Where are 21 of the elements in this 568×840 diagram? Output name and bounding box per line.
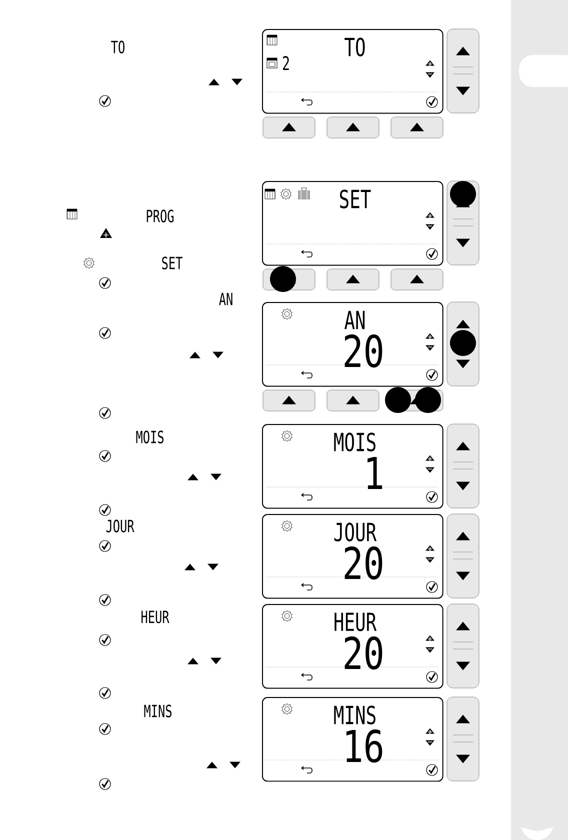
screen-heading: MOIS bbox=[334, 432, 376, 452]
screen-value: 2 bbox=[283, 56, 289, 70]
screen-value: 20 bbox=[344, 546, 382, 580]
screen-heading: JOUR bbox=[334, 522, 377, 542]
screen-heading: TO bbox=[344, 38, 365, 56]
screen-heading: MINS bbox=[334, 706, 376, 724]
display-word: AN bbox=[219, 292, 232, 306]
display-word: HEUR bbox=[142, 610, 170, 624]
screen-value: 16 bbox=[346, 729, 382, 763]
screen-heading: HEUR bbox=[334, 612, 377, 632]
screen-value: 20 bbox=[344, 636, 382, 670]
screen-heading: AN bbox=[344, 310, 365, 330]
display-word: JOUR bbox=[106, 520, 134, 532]
screen-heading: SET bbox=[340, 190, 371, 208]
display-word: SET bbox=[162, 256, 182, 270]
screen-value: 1 bbox=[368, 457, 382, 489]
display-word: MINS bbox=[144, 704, 172, 718]
screen-value: 20 bbox=[344, 334, 382, 368]
display-word: MOIS bbox=[136, 430, 164, 444]
display-word: PROG bbox=[146, 210, 174, 222]
display-word: TO bbox=[111, 40, 124, 54]
